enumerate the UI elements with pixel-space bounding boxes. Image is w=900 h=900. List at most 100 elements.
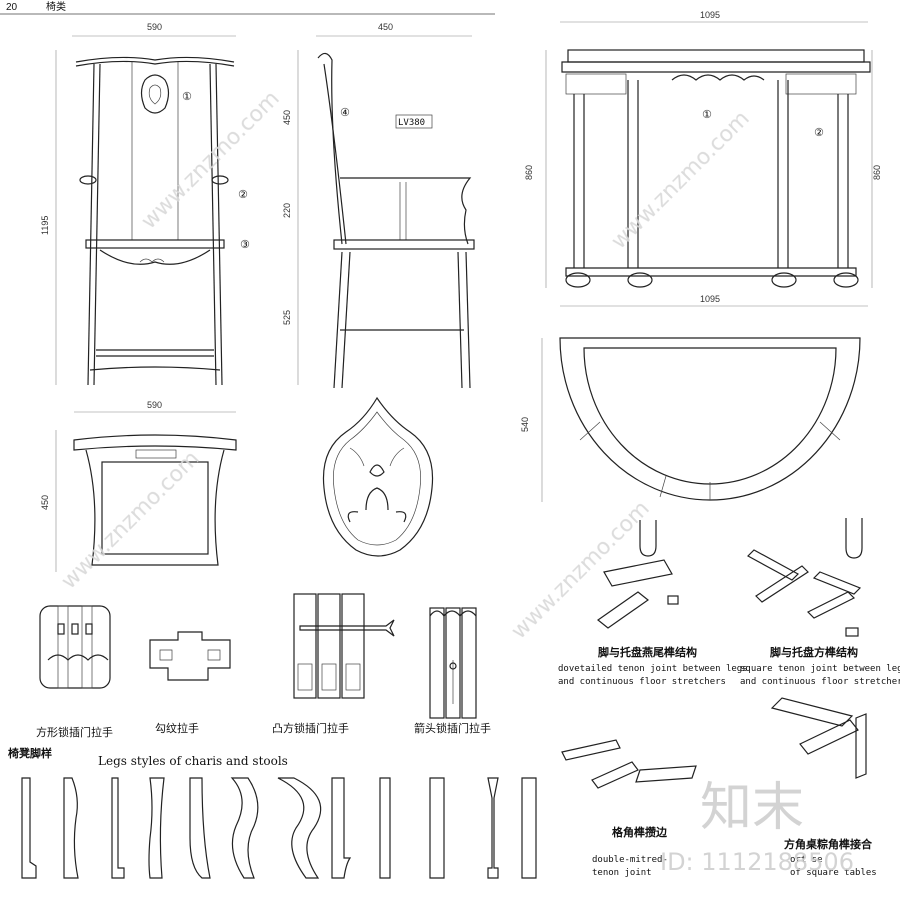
square-pull-carving [47,654,109,661]
table-plan-joint [659,475,667,498]
chair-crest-rail [75,60,235,67]
table-apron-carving [671,74,765,81]
arrow-pull-bar [461,607,477,719]
chair-side-elevation: 450 450 220 525 LV380 ④ [282,22,475,389]
joint-corner: 方角桌粽角榫接合 ort se of square tables [770,697,877,878]
page-header: 20 椅类 [0,0,495,15]
leg-style-2 [63,777,79,879]
table-foot [771,272,797,288]
medallion-scroll [389,447,405,467]
table-plan-outer [559,337,861,501]
dim-table-height-right: 860 [872,165,882,180]
hook-pull-outline [149,631,231,681]
dim-total-height: 1195 [40,216,50,235]
convex-pull-bolt [299,619,395,637]
legs-title-cn: 椅凳脚样 [8,746,52,760]
square-pull-bar [81,605,93,689]
table-foot [627,272,653,288]
chair-crest-rail [75,56,235,63]
table-plan-joint [819,421,841,441]
callout-2: ② [238,188,248,201]
square-tenon-rail [747,549,799,581]
convex-pull-tab [321,663,337,691]
callout-1: ① [182,90,192,103]
chair-apron [99,249,211,265]
hardware-label-2: 勾纹拉手 [155,721,199,735]
legs-title-en: Legs styles of charis and stools [98,754,288,768]
leg-style-12 [521,777,537,879]
model-tag: LV380 [398,118,425,128]
square-pull-bar [57,605,69,689]
mitred-rail [591,761,639,789]
chair-back-post [93,63,101,386]
leg-style-6 [230,777,259,879]
chair-front-elevation: 590 1195 ① ② ③ [40,22,250,386]
medallion-scroll [349,447,365,467]
section-title: 椅类 [46,0,66,13]
leg-style-3 [111,777,125,879]
dovetail-stretcher [603,559,673,587]
chair-back-post [215,63,223,386]
square-pull-slot [57,623,65,635]
arrow-pull-ring [449,662,457,670]
hardware-label-3: 凸方锁插门拉手 [272,721,349,735]
table-floor-stretcher [565,267,857,277]
leg-style-8 [331,777,352,879]
square-pull-slot [85,623,93,635]
side-leg [465,251,471,389]
leg-style-10 [429,777,445,879]
joint-title-4: 方角桌粽角榫接合 [784,837,873,851]
joint-desc-4a: ort se [790,855,823,865]
table-top-edge [561,61,871,73]
model-tag-box [395,114,433,129]
watermark-site: www.znzmo.com [57,446,205,594]
square-pull-slot [71,623,79,635]
arrow-pull-crown [429,610,477,617]
callout-3: ③ [240,238,250,251]
dim-arm-height: 220 [282,203,292,218]
dim-back-height: 450 [282,110,292,125]
dim-plan-depth: 540 [520,417,530,432]
hardware-convex-pull: 凸方锁插门拉手 [272,593,395,735]
joint-desc-1b: and continuous floor stretchers [558,677,726,687]
mitred-rail [635,765,697,783]
watermark-id: ID: 1112188506 [660,848,854,876]
leg-style-11 [487,777,499,879]
chair-top-view: 590 450 [40,400,237,572]
hook-pull-fret [159,649,221,661]
arrow-pull-bar [445,607,461,719]
medallion-scroll [347,511,359,523]
dim-table-width: 1095 [700,10,720,20]
table-foot [565,272,591,288]
table-callout-1: ① [702,108,712,121]
square-pull-plate [39,605,111,689]
joint-desc-2b: and continuous floor stretchers [740,677,900,687]
medallion-stem [365,487,389,511]
dovetail-leg [639,520,657,557]
table-callout-2: ② [814,126,824,139]
hardware-label-1: 方形锁插门拉手 [36,725,113,739]
table-apron-right [785,73,857,95]
side-arm [340,177,472,245]
corner-leg [855,713,867,779]
corner-rail [770,697,854,727]
joint-mitred: 格角榫攒边 double-mitred- tenon joint [561,739,697,878]
side-back-post [317,52,343,245]
side-leg [341,251,351,389]
square-tenon-key [845,627,859,637]
chair-back-post [209,63,217,386]
medallion-flower [369,464,385,477]
page-number: 20 [6,2,18,13]
chair-back-post [87,63,95,386]
chair-seat [85,239,225,249]
joint-desc-2a: square tenon joint between legs [740,664,900,674]
table-apron-left [565,73,627,95]
joint-title-2: 脚与托盘方榫结构 [770,645,858,659]
callout-4: ④ [340,106,350,119]
watermark-brand: 知末 [700,778,804,838]
medallion-inner [333,411,421,546]
joint-desc-3a: double-mitred- [592,855,668,865]
dim-top-width: 590 [147,400,162,410]
hardware-label-4: 箭头锁插门拉手 [414,721,491,735]
table-top [567,49,865,63]
